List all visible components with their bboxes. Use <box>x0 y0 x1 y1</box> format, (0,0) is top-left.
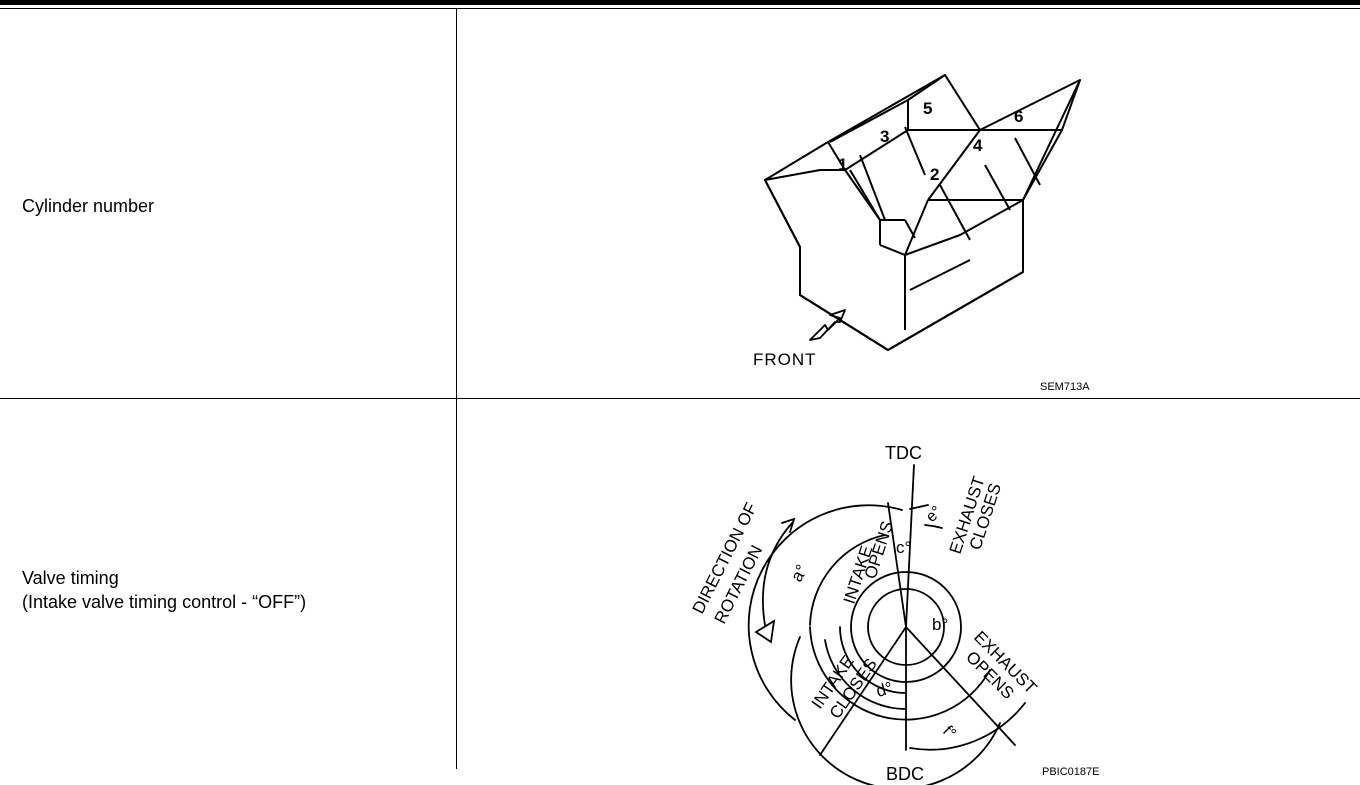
angle-b-label: b° <box>932 615 948 634</box>
valve-timing-figure: TDC BDC DIRECTION OF ROTATION INTAKE OPE… <box>689 443 1099 785</box>
cylinder-number-6: 6 <box>1014 107 1023 126</box>
cylinder-number-5: 5 <box>923 99 932 118</box>
row-divider <box>0 398 1360 399</box>
cylinder-number-4: 4 <box>973 136 983 155</box>
valve-timing-label: Valve timing (Intake valve timing contro… <box>22 566 306 614</box>
valve-timing-subtitle: (Intake valve timing control - “OFF”) <box>22 592 307 612</box>
timing-lines <box>819 464 1016 756</box>
cylinder-number-label: Cylinder number <box>22 196 155 216</box>
engine-block-outline <box>764 74 1081 351</box>
valve-timing-title: Valve timing <box>22 568 119 588</box>
cylinder-dividers <box>859 126 1041 291</box>
angle-d-label: d° <box>874 678 895 701</box>
figure-code-sem713a: SEM713A <box>1040 381 1090 393</box>
rotation-arrow-icon <box>754 517 796 644</box>
figure-code-pbic0187e: PBIC0187E <box>1042 766 1099 778</box>
top-rule-thick <box>0 0 1360 5</box>
cylinder-number-1: 1 <box>838 155 847 174</box>
front-arrow-icon <box>809 309 846 341</box>
angle-e-label: e° <box>923 503 946 526</box>
column-divider <box>456 9 457 769</box>
cylinder-number-2: 2 <box>930 165 939 184</box>
top-rule-thin <box>0 8 1360 9</box>
cylinder-number-3: 3 <box>880 127 889 146</box>
angle-a-label: a° <box>787 561 812 585</box>
tdc-label: TDC <box>885 443 922 463</box>
angle-c-label: c° <box>896 538 911 557</box>
engine-cylinder-figure: 1 3 5 2 4 6 FRONT SEM713A <box>753 74 1090 393</box>
front-label: FRONT <box>753 350 817 369</box>
bdc-label: BDC <box>886 764 924 784</box>
angle-f-label: f° <box>939 723 959 743</box>
